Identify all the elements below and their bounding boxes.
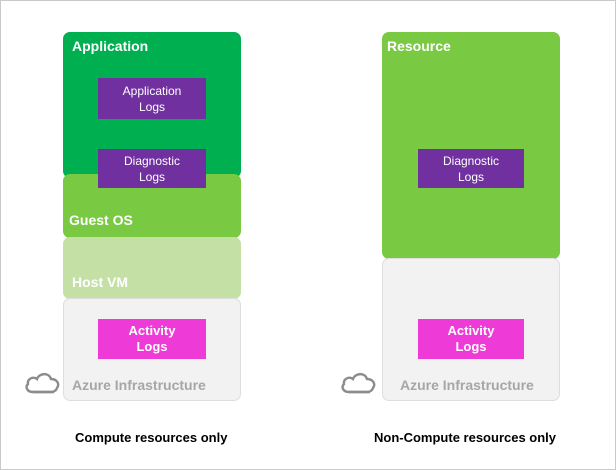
application-logs-line-2: Logs: [138, 99, 166, 114]
activity-logs-right-line-2: Logs: [455, 339, 487, 354]
diagnostic-logs-right-line-1: Diagnostic: [442, 153, 500, 168]
cloud-icon: [25, 372, 60, 394]
application-logs-box: Application Logs: [98, 78, 206, 119]
activity-logs-left-line-2: Logs: [136, 339, 168, 354]
activity-logs-box-left: Activity Logs: [98, 319, 206, 359]
guest-os-layer: Guest OS: [63, 174, 241, 238]
diagnostic-logs-left-line-1: Diagnostic: [123, 153, 181, 168]
application-logs-line-1: Application: [122, 83, 182, 98]
cloud-icon: [341, 372, 376, 394]
azure-infrastructure-label-left: Azure Infrastructure: [72, 377, 206, 393]
activity-logs-box-right: Activity Logs: [418, 319, 524, 359]
diagnostic-logs-box-left: Diagnostic Logs: [98, 149, 206, 188]
host-vm-layer: Host VM: [63, 237, 241, 299]
activity-logs-right-line-1: Activity: [447, 323, 495, 338]
resource-layer-label: Resource: [387, 38, 451, 54]
diagnostic-logs-box-right: Diagnostic Logs: [418, 149, 524, 188]
diagnostic-logs-right-line-2: Logs: [457, 169, 485, 184]
activity-logs-left-line-1: Activity: [128, 323, 176, 338]
application-layer-label: Application: [72, 38, 149, 54]
diagnostic-logs-left-line-2: Logs: [138, 169, 166, 184]
guest-os-layer-label: Guest OS: [69, 212, 133, 228]
compute-resources-caption: Compute resources only: [75, 430, 228, 445]
azure-infrastructure-label-right: Azure Infrastructure: [400, 377, 534, 393]
non-compute-resources-caption: Non-Compute resources only: [374, 430, 557, 445]
host-vm-layer-label: Host VM: [72, 274, 128, 290]
resource-layer: Resource: [382, 32, 560, 259]
